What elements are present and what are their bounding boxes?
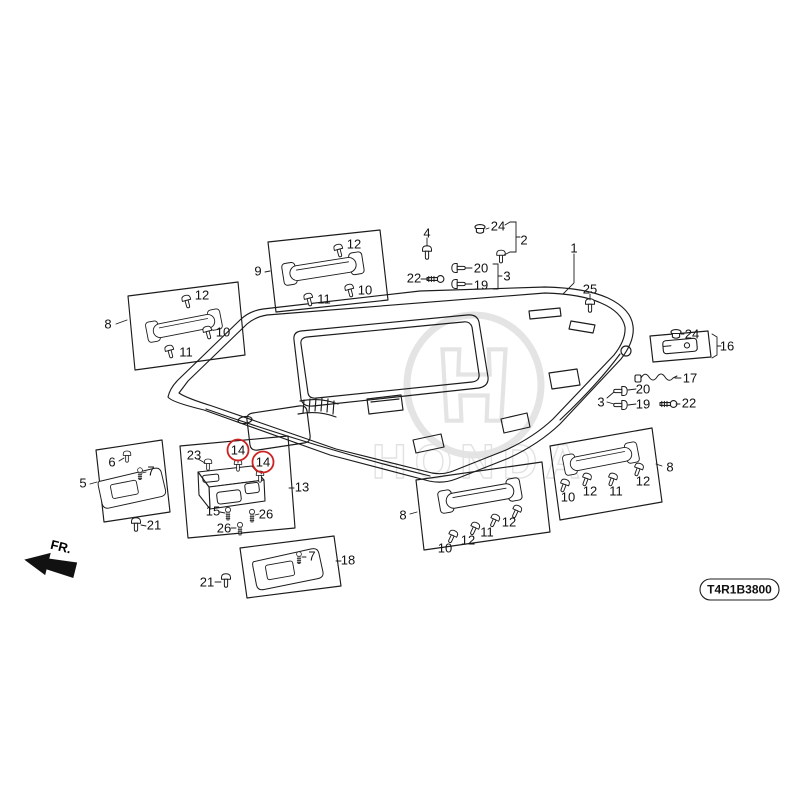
fr-direction-indicator: FR. [24, 537, 78, 579]
callout-11: 11 [609, 484, 623, 499]
callout-19: 19 [474, 278, 488, 293]
callout-12: 12 [347, 237, 361, 252]
callout-11: 11 [480, 525, 494, 540]
callout-4: 4 [423, 226, 430, 241]
rail-mount-right [548, 368, 581, 390]
console-box [179, 435, 296, 539]
sunroof-opening-inner [300, 321, 480, 399]
callout-10: 10 [561, 490, 575, 505]
highlight-circle [226, 438, 250, 462]
rear-slot-2 [568, 320, 596, 334]
callout-12: 12 [195, 288, 209, 303]
callout-3: 3 [597, 395, 604, 410]
callout-20: 20 [636, 382, 650, 397]
map-light-opening [366, 394, 404, 415]
grab-rail-box-right [549, 427, 663, 521]
sun-visor-box-bottom [239, 535, 342, 599]
callout-16: 16 [720, 339, 734, 354]
corrugated-tube [297, 398, 339, 418]
callout-12: 12 [636, 474, 650, 489]
watermark-text: HONDA [372, 436, 588, 489]
contour-right [559, 353, 621, 421]
honda-watermark: HONDA [371, 311, 588, 490]
callout-26: 26 [217, 521, 231, 536]
callout-13: 13 [295, 480, 309, 495]
console-cutout [246, 405, 311, 451]
callout-18: 18 [341, 553, 355, 568]
callout-5: 5 [79, 476, 86, 491]
callout-9: 9 [254, 264, 261, 279]
callout-7: 7 [147, 464, 154, 479]
part-icons [96, 224, 699, 592]
front-detail [237, 415, 253, 425]
callout-21: 21 [147, 518, 161, 533]
callout-12: 12 [502, 515, 516, 530]
callout-19: 19 [636, 397, 650, 412]
rear-slot [528, 307, 562, 320]
fr-arrow-icon [24, 552, 78, 579]
callout-11: 11 [317, 292, 331, 307]
callout-24: 24 [491, 219, 505, 234]
rear-grommet [620, 345, 632, 357]
callout-22: 22 [407, 271, 421, 286]
callout-8: 8 [399, 508, 406, 523]
roof-lining-drawing [167, 286, 634, 483]
callout-3: 3 [503, 269, 510, 284]
part-code: T4R1B3800 [707, 583, 772, 597]
subassembly-boxes [95, 229, 712, 599]
callout-7: 7 [308, 549, 315, 564]
roof-panel-inner-line [178, 292, 626, 475]
callout-10: 10 [216, 325, 230, 340]
callout-25: 25 [583, 282, 597, 297]
part-code-badge: T4R1B3800 [699, 578, 780, 601]
rail-mount-front [412, 433, 445, 454]
callout-1: 1 [570, 241, 577, 256]
callout-20: 20 [474, 261, 488, 276]
callout-12: 12 [583, 484, 597, 499]
fr-label: FR. [49, 537, 73, 557]
highlight-circle [251, 450, 275, 474]
callout-8: 8 [666, 460, 673, 475]
grab-rail-box-bottom [415, 461, 551, 551]
highlight-circles [226, 438, 275, 474]
callout-22: 22 [682, 396, 696, 411]
leader-lines [89, 221, 722, 583]
callout-24: 24 [685, 327, 699, 342]
callout-12: 12 [461, 533, 475, 548]
rail-mount-center [500, 412, 531, 434]
callout-26: 26 [259, 507, 273, 522]
grab-rail-box-top [267, 229, 389, 313]
sunroof-opening-outer [293, 314, 489, 407]
callout-17: 17 [683, 371, 697, 386]
callout-23: 23 [187, 448, 201, 463]
callout-14: 14 [231, 443, 245, 458]
callout-21: 21 [200, 575, 214, 590]
callout-15: 15 [206, 504, 220, 519]
sensor-box [649, 330, 712, 363]
callout-11: 11 [179, 345, 193, 360]
callout-8: 8 [104, 317, 111, 332]
roof-panel-outline [167, 286, 634, 483]
callout-14: 14 [256, 455, 270, 470]
contour-front [205, 408, 431, 477]
grab-rail-box-left [127, 281, 246, 371]
callout-10: 10 [438, 541, 452, 556]
callout-10: 10 [358, 283, 372, 298]
callout-6: 6 [108, 455, 115, 470]
callout-2: 2 [520, 233, 527, 248]
